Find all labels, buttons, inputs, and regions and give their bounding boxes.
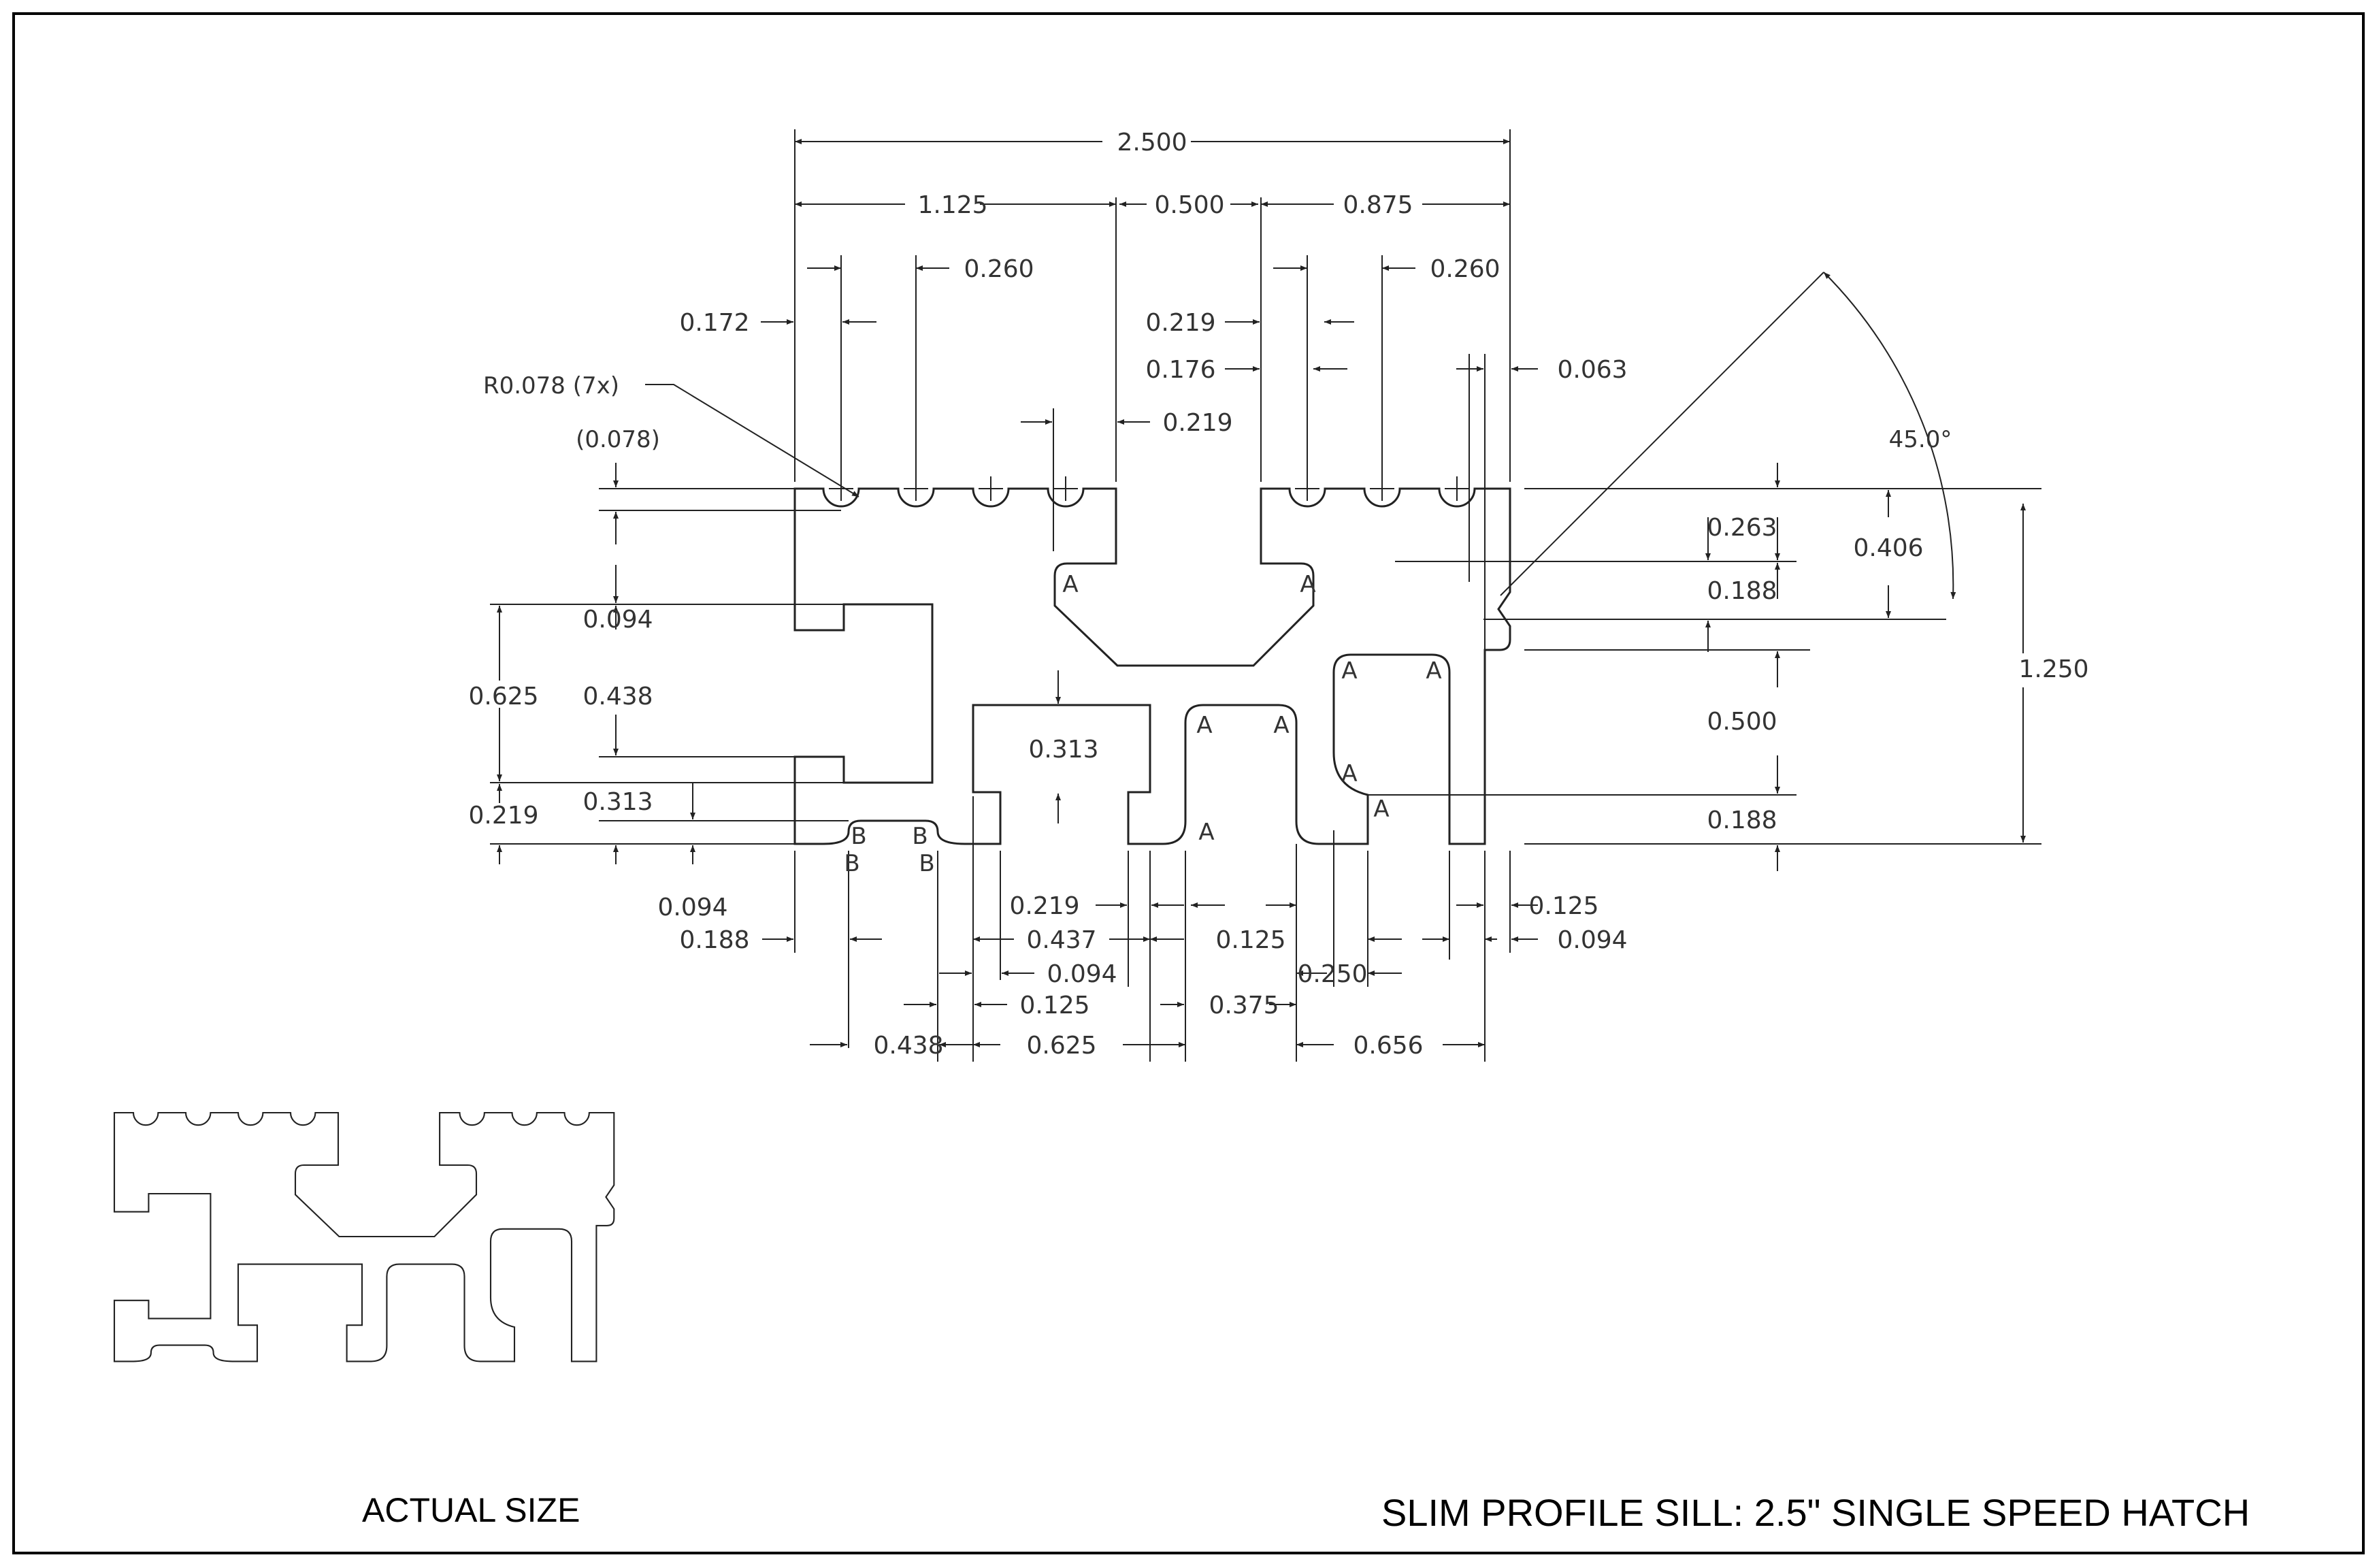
dim-h-0406: 0.406 — [1853, 534, 1923, 562]
drawing-title: SLIM PROFILE SILL: 2.5" SINGLE SPEED HAT… — [1381, 1491, 2250, 1534]
dim-w-0438: 0.438 — [873, 1032, 943, 1060]
dim-w-0375: 0.375 — [1209, 992, 1279, 1019]
corner-mark-a: A — [1373, 796, 1389, 823]
extension-lines — [490, 129, 2041, 1062]
corner-mark-b: B — [919, 850, 934, 877]
dim-h-0500: 0.500 — [1707, 708, 1777, 736]
dim-w-0625: 0.625 — [1026, 1032, 1096, 1060]
dim-w-0094-a: 0.094 — [1047, 960, 1117, 988]
corner-mark-a: A — [1426, 657, 1441, 685]
dim-h-0438-a: 0.438 — [583, 683, 653, 710]
dim-h-0625: 0.625 — [468, 683, 538, 710]
dim-w-0656: 0.656 — [1353, 1032, 1423, 1060]
corner-mark-b: B — [844, 850, 859, 877]
sill-profile-actual-size — [113, 1111, 615, 1362]
corner-marks: A A A A A A A A A B B B B — [844, 571, 1441, 877]
dim-h-0094-a: 0.094 — [583, 606, 653, 634]
corner-mark-b: B — [851, 823, 866, 850]
dim-groove-pitch-left: 0.260 — [964, 255, 1034, 283]
corner-mark-a: A — [1273, 712, 1289, 739]
corner-mark-a: A — [1300, 571, 1315, 598]
dim-groove-pitch-right: 0.260 — [1430, 255, 1500, 283]
dim-right-tip-offset: 0.063 — [1557, 356, 1627, 384]
dim-right-span: 0.875 — [1343, 191, 1413, 219]
dim-left-span: 1.125 — [917, 191, 987, 219]
dim-h-0313-b: 0.313 — [1028, 736, 1098, 764]
corner-mark-a: A — [1196, 712, 1212, 739]
dim-overall-width: 2.500 — [1117, 129, 1187, 157]
groove-centers — [829, 476, 1469, 501]
radius-note: R0.078 (7x) — [483, 372, 619, 399]
dim-h-0188-b: 0.188 — [1707, 806, 1777, 834]
corner-mark-a: A — [1341, 760, 1357, 787]
dim-w-0125-c: 0.125 — [1528, 892, 1598, 920]
dim-w-0437: 0.437 — [1026, 926, 1096, 954]
dim-w-0094-b: 0.094 — [1557, 926, 1627, 954]
dimension-labels: 2.500 1.125 0.500 0.875 0.260 0.260 0.17… — [468, 129, 2088, 1060]
dimension-lines — [497, 139, 2026, 1047]
dim-left-edge-offset: 0.172 — [679, 309, 749, 337]
angle-label: 45.0° — [1889, 426, 1952, 453]
corner-mark-a: A — [1198, 819, 1214, 846]
dim-right-edge-offset-a: 0.219 — [1145, 309, 1215, 337]
dim-w-0125-b: 0.125 — [1215, 926, 1285, 954]
dim-w-0125-a: 0.125 — [1019, 992, 1089, 1019]
reference-dim: (0.078) — [576, 426, 660, 453]
dim-right-edge-offset-b: 0.176 — [1145, 356, 1215, 384]
dim-h-0188-a: 0.188 — [1707, 577, 1777, 605]
dim-h-0219: 0.219 — [468, 802, 538, 830]
sill-profile-main — [793, 487, 1511, 845]
dim-h-0263: 0.263 — [1707, 514, 1777, 542]
dim-overall-height: 1.250 — [2018, 655, 2088, 683]
dim-slot-width: 0.219 — [1162, 409, 1232, 437]
dim-w-0188: 0.188 — [679, 926, 749, 954]
corner-mark-a: A — [1341, 657, 1357, 685]
dim-h-0094-b: 0.094 — [657, 894, 727, 921]
dim-w-0219: 0.219 — [1009, 892, 1079, 920]
drawing-border — [12, 12, 2365, 1554]
dim-h-0313-a: 0.313 — [583, 788, 653, 816]
scale-note: ACTUAL SIZE — [362, 1491, 580, 1529]
corner-mark-b: B — [912, 823, 928, 850]
dim-w-0250: 0.250 — [1297, 960, 1367, 988]
corner-mark-a: A — [1062, 571, 1078, 598]
dim-gap: 0.500 — [1154, 191, 1224, 219]
